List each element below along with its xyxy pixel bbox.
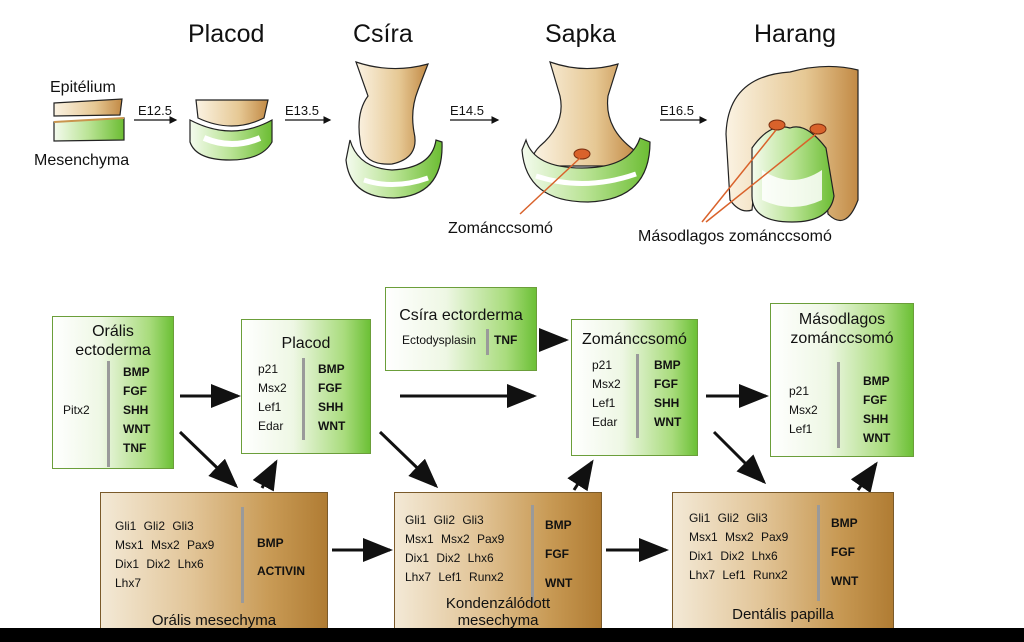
- gene-row: Gli1 Gli2 Gli3: [689, 511, 768, 525]
- gene-label: Msx2: [592, 377, 621, 391]
- gene-row: Gli1 Gli2 Gli3: [115, 519, 194, 533]
- gene-row: Dix1 Dix2 Lhx6: [689, 549, 778, 563]
- signal-label: BMP: [123, 365, 150, 379]
- divider: [817, 505, 820, 601]
- condensed-mesenchyme-title-2: mesechyma: [457, 612, 539, 629]
- signal-label: TNF: [494, 333, 518, 347]
- gene-label: p21: [258, 362, 279, 376]
- gene-row: Lhx7 Lef1 Runx2: [405, 570, 504, 584]
- gene-label: Ectodysplasin: [402, 333, 477, 347]
- placode-box: Placod p21 Msx2 Lef1 Edar BMP FGF SHH WN…: [241, 319, 371, 454]
- divider: [837, 362, 840, 448]
- gene-label: Lef1: [592, 396, 616, 410]
- secondary-knot-title-1: Másodlagos: [798, 311, 886, 328]
- enamel-knot-box-title: Zománccsomó: [582, 331, 687, 348]
- placode-drawing: [189, 99, 273, 161]
- bud-drawing: [345, 61, 443, 199]
- signal-label: BMP: [831, 516, 858, 530]
- divider: [636, 354, 639, 438]
- gene-label: Msx2: [258, 381, 287, 395]
- transition-e16-5: E16.5: [660, 103, 694, 118]
- signal-label: BMP: [863, 374, 890, 388]
- stage-title-placode: Placod: [188, 20, 265, 48]
- signal-label: TNF: [123, 441, 147, 455]
- signal-label: BMP: [257, 536, 284, 550]
- oral-ectoderm-title-1: Orális: [92, 323, 134, 340]
- placode-box-title: Placod: [281, 335, 331, 352]
- signal-label: WNT: [863, 431, 891, 445]
- signal-label: SHH: [863, 412, 889, 426]
- signal-label: WNT: [654, 415, 682, 429]
- condensed-mesenchyme-box: Gli1 Gli2 Gli3 Msx1 Msx2 Pax9 Dix1 Dix2 …: [394, 492, 602, 632]
- signal-label: WNT: [318, 419, 346, 433]
- secondary-knot-title-2: zománccsomó: [790, 330, 894, 347]
- secondary-enamel-knot-label: Másodlagos zománccsomó: [638, 228, 832, 245]
- gene-label: Lef1: [258, 400, 282, 414]
- stage-title-cap: Sapka: [545, 20, 616, 48]
- bud-ectoderm-box: Csíra ectorderma Ectodysplasin TNF: [385, 287, 537, 371]
- stage-title-bud: Csíra: [353, 20, 413, 48]
- signal-label: BMP: [318, 362, 345, 376]
- gene-row: Lhx7 Lef1 Runx2: [689, 568, 788, 582]
- oral-ectoderm-box: Orális ectoderma Pitx2 BMP FGF SHH WNT T…: [52, 316, 174, 469]
- gene-row: Gli1 Gli2 Gli3: [405, 513, 484, 527]
- gene-label: Edar: [592, 415, 618, 429]
- transition-e14-5: E14.5: [450, 103, 484, 118]
- epithelium-label: Epitélium: [50, 79, 116, 96]
- transition-e13-5: E13.5: [285, 103, 319, 118]
- signal-label: FGF: [831, 545, 855, 559]
- cap-drawing: [519, 61, 651, 215]
- condensed-mesenchyme-title-1: Kondenzálódott: [445, 595, 551, 612]
- transition-e12-5: E12.5: [138, 103, 172, 118]
- divider: [486, 329, 489, 355]
- gene-label: p21: [592, 358, 613, 372]
- signal-label: FGF: [863, 393, 887, 407]
- gene-label: Edar: [258, 419, 284, 433]
- signal-label: FGF: [318, 381, 342, 395]
- gene-row: Msx1 Msx2 Pax9: [115, 538, 215, 552]
- signal-label: SHH: [654, 396, 680, 410]
- gene-label: p21: [789, 384, 810, 398]
- signal-label: ACTIVIN: [257, 564, 305, 578]
- bud-ectoderm-title: Csíra ectorderma: [399, 307, 523, 324]
- gene-label: Lef1: [789, 422, 813, 436]
- dental-papilla-box: Gli1 Gli2 Gli3 Msx1 Msx2 Pax9 Dix1 Dix2 …: [672, 492, 894, 632]
- signal-label: FGF: [654, 377, 678, 391]
- gene-label: Msx2: [789, 403, 818, 417]
- divider: [241, 507, 244, 603]
- gene-row: Lhx7: [115, 576, 142, 590]
- signal-label: SHH: [318, 400, 344, 414]
- signal-label: WNT: [123, 422, 151, 436]
- signal-label: BMP: [545, 518, 572, 532]
- signal-label: WNT: [545, 576, 573, 590]
- divider: [302, 358, 305, 440]
- signal-label: WNT: [831, 574, 859, 588]
- oral-mesenchyme-title: Orális mesechyma: [151, 612, 277, 629]
- gene-row: Dix1 Dix2 Lhx6: [405, 551, 494, 565]
- oral-mesenchyme-box: Gli1 Gli2 Gli3 Msx1 Msx2 Pax9 Dix1 Dix2 …: [100, 492, 328, 632]
- flow-arrows: [178, 328, 878, 562]
- stage-title-bell: Harang: [754, 20, 836, 48]
- dental-papilla-title: Dentális papilla: [732, 606, 834, 623]
- signal-label: FGF: [123, 384, 147, 398]
- signal-label: FGF: [545, 547, 569, 561]
- gene-row: Dix1 Dix2 Lhx6: [115, 557, 204, 571]
- oral-ectoderm-title-2: ectoderma: [75, 342, 151, 359]
- bottom-bar: [0, 628, 1024, 642]
- divider: [531, 505, 534, 603]
- gene-label: Pitx2: [63, 403, 90, 417]
- secondary-knot-box: Másodlagos zománccsomó p21 Msx2 Lef1 BMP…: [770, 303, 914, 457]
- signal-label: SHH: [123, 403, 149, 417]
- enamel-knot-box: Zománccsomó p21 Msx2 Lef1 Edar BMP FGF S…: [571, 319, 698, 456]
- divider: [107, 361, 110, 467]
- initial-tissue-drawing: [53, 98, 125, 142]
- signal-label: BMP: [654, 358, 681, 372]
- gene-row: Msx1 Msx2 Pax9: [689, 530, 789, 544]
- mesenchyme-label: Mesenchyma: [34, 152, 130, 169]
- enamel-knot-label: Zománccsomó: [448, 220, 553, 237]
- bell-drawing: [701, 65, 859, 223]
- gene-row: Msx1 Msx2 Pax9: [405, 532, 505, 546]
